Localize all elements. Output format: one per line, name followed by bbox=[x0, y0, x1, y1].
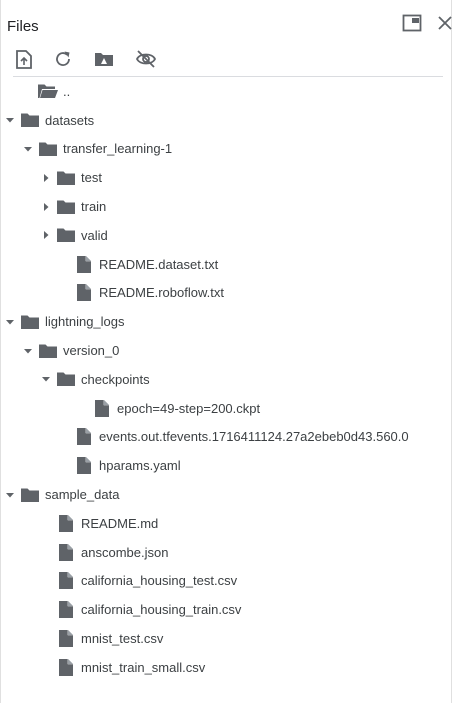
file-icon bbox=[55, 512, 77, 534]
file-icon bbox=[55, 656, 77, 678]
folder-icon bbox=[19, 109, 41, 131]
tree-item-label: lightning_logs bbox=[45, 314, 125, 330]
file-row[interactable]: README.dataset.txt bbox=[1, 250, 451, 279]
tree-item-label: .. bbox=[63, 83, 71, 99]
tree-item-label: anscombe.json bbox=[81, 544, 169, 560]
folder-icon bbox=[55, 196, 77, 218]
folder-row[interactable]: transfer_learning-1 bbox=[1, 135, 451, 164]
folder-icon bbox=[19, 484, 41, 506]
chevron-right-icon[interactable] bbox=[37, 226, 55, 244]
tree-item-label: mnist_train_small.csv bbox=[81, 659, 206, 675]
folder-row[interactable]: lightning_logs bbox=[1, 307, 451, 336]
open-in-tab-button[interactable] bbox=[401, 12, 423, 34]
chevron-down-icon[interactable] bbox=[19, 342, 37, 360]
file-icon bbox=[55, 628, 77, 650]
upload-icon bbox=[16, 49, 32, 69]
files-header: Files bbox=[1, 0, 452, 42]
refresh-button[interactable] bbox=[51, 47, 75, 71]
folder-row[interactable]: sample_data bbox=[1, 480, 451, 509]
toggle-hidden-files-button[interactable] bbox=[134, 47, 158, 71]
tree-item-label: epoch=49-step=200.ckpt bbox=[117, 400, 261, 416]
file-icon bbox=[55, 541, 77, 563]
close-icon bbox=[437, 15, 452, 31]
file-icon bbox=[55, 570, 77, 592]
mount-drive-icon bbox=[94, 51, 114, 67]
chevron-right-icon[interactable] bbox=[37, 198, 55, 216]
tree-item-label: datasets bbox=[45, 112, 95, 128]
folder-row[interactable]: valid bbox=[1, 221, 451, 250]
file-row[interactable]: README.md bbox=[1, 509, 451, 538]
refresh-icon bbox=[54, 50, 72, 68]
folder-icon bbox=[55, 167, 77, 189]
folder-icon bbox=[37, 138, 59, 160]
chevron-down-icon[interactable] bbox=[1, 486, 19, 504]
file-icon bbox=[73, 455, 95, 477]
tree-item-label: sample_data bbox=[45, 487, 120, 503]
tree-item-label: california_housing_test.csv bbox=[81, 573, 238, 589]
open-in-tab-icon bbox=[402, 14, 422, 32]
folder-icon bbox=[19, 311, 41, 333]
file-row[interactable]: california_housing_test.csv bbox=[1, 567, 451, 596]
tree-item-label: version_0 bbox=[63, 343, 120, 359]
files-toolbar bbox=[1, 44, 451, 74]
folder-open-icon bbox=[37, 80, 59, 102]
file-row[interactable]: mnist_train_small.csv bbox=[1, 653, 451, 682]
toolbar-divider bbox=[13, 76, 443, 77]
hide-hidden-files-icon bbox=[135, 49, 157, 69]
folder-icon bbox=[37, 340, 59, 362]
tree-item-label: checkpoints bbox=[81, 371, 150, 387]
file-row[interactable]: anscombe.json bbox=[1, 538, 451, 567]
file-row[interactable]: mnist_test.csv bbox=[1, 624, 451, 653]
folder-row[interactable]: version_0 bbox=[1, 336, 451, 365]
file-row[interactable]: hparams.yaml bbox=[1, 451, 451, 480]
tree-item-label: california_housing_train.csv bbox=[81, 602, 242, 618]
folder-row[interactable]: train bbox=[1, 192, 451, 221]
mount-drive-button[interactable] bbox=[92, 47, 116, 71]
file-icon bbox=[55, 599, 77, 621]
file-icon bbox=[73, 253, 95, 275]
folder-row[interactable]: checkpoints bbox=[1, 365, 451, 394]
chevron-down-icon[interactable] bbox=[1, 313, 19, 331]
tree-item-label: valid bbox=[81, 227, 108, 243]
tree-item-label: train bbox=[81, 199, 107, 215]
file-icon bbox=[73, 426, 95, 448]
tree-item-label: test bbox=[81, 170, 102, 186]
tree-item-label: README.dataset.txt bbox=[99, 256, 219, 272]
tree-item-label: README.roboflow.txt bbox=[99, 285, 224, 301]
tree-item-label: transfer_learning-1 bbox=[63, 141, 173, 157]
tree-item-label: mnist_test.csv bbox=[81, 631, 164, 647]
chevron-down-icon[interactable] bbox=[1, 111, 19, 129]
chevron-right-icon[interactable] bbox=[37, 169, 55, 187]
tree-item-label: hparams.yaml bbox=[99, 458, 181, 474]
folder-icon bbox=[55, 224, 77, 246]
tree-item-label: events.out.tfevents.1716411124.27a2ebeb0… bbox=[99, 429, 409, 445]
panel-title: Files bbox=[7, 18, 39, 35]
chevron-down-icon[interactable] bbox=[37, 370, 55, 388]
tree-item-label: README.md bbox=[81, 515, 159, 531]
folder-icon bbox=[55, 368, 77, 390]
folder-row[interactable]: test bbox=[1, 163, 451, 192]
file-icon bbox=[73, 282, 95, 304]
file-icon bbox=[91, 397, 113, 419]
file-row[interactable]: events.out.tfevents.1716411124.27a2ebeb0… bbox=[1, 423, 451, 452]
close-button[interactable] bbox=[434, 12, 452, 34]
upload-button[interactable] bbox=[12, 47, 36, 71]
file-row[interactable]: README.roboflow.txt bbox=[1, 279, 451, 308]
folder-row[interactable]: datasets bbox=[1, 106, 451, 135]
file-row[interactable]: california_housing_train.csv bbox=[1, 595, 451, 624]
file-row[interactable]: epoch=49-step=200.ckpt bbox=[1, 394, 451, 423]
chevron-down-icon[interactable] bbox=[19, 140, 37, 158]
folder-row[interactable]: .. bbox=[1, 77, 451, 106]
